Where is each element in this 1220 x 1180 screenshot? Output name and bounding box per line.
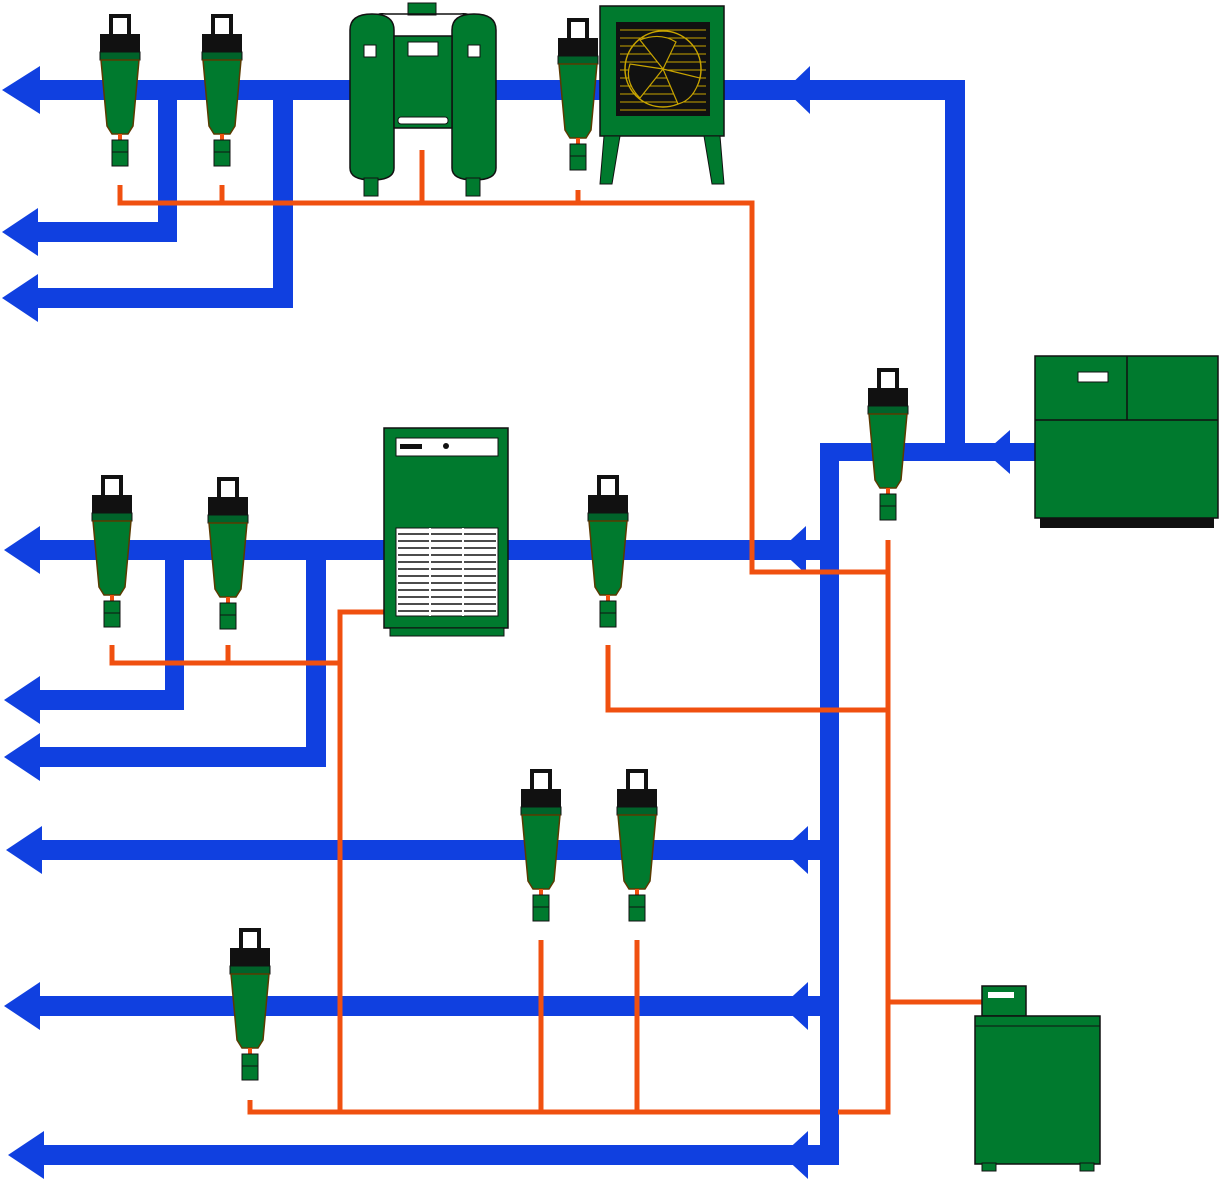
drain-line-bottom (247, 1100, 820, 1115)
drain-line-middle-left (109, 645, 340, 666)
filter-icon (586, 475, 630, 629)
filter-icon (90, 475, 134, 629)
flow-arrow-icon (780, 526, 806, 574)
filter-icon (556, 18, 600, 172)
filter-icon (519, 769, 563, 923)
flow-arrow-icon (2, 274, 38, 322)
air-compressor-icon (1034, 355, 1219, 528)
flow-arrow-icon (2, 208, 38, 256)
flow-arrow-icon (782, 826, 808, 874)
filter-icon (206, 477, 250, 631)
flow-arrow-icon (2, 66, 40, 114)
filter-icon (98, 14, 142, 168)
air-line-drop-3 (165, 550, 184, 710)
air-line-drop-1 (158, 90, 177, 242)
air-line-header-5 (30, 840, 820, 860)
filter-icon (866, 368, 910, 522)
air-lines (2, 66, 1035, 1179)
flow-arrow-icon (4, 676, 40, 724)
oil-water-separator-icon (974, 985, 1101, 1172)
air-line-header-6 (30, 996, 820, 1016)
air-line-branch-1 (30, 222, 177, 242)
flow-arrow-icon (785, 66, 810, 114)
air-line-branch-4 (30, 747, 326, 767)
air-line-branch-3 (30, 690, 184, 710)
air-line-drop-4 (306, 550, 326, 767)
refrigerated-dryer-icon (383, 427, 509, 637)
air-line-main-riser (945, 80, 965, 460)
air-line-header-7 (34, 1145, 839, 1165)
flow-arrow-icon (8, 1131, 44, 1179)
desiccant-dryer-icon (349, 2, 497, 197)
flow-arrow-icon (4, 982, 40, 1030)
drain-line-dryer (337, 609, 386, 1112)
flow-arrow-icon (782, 1131, 808, 1179)
air-line-drop-2 (273, 90, 293, 308)
air-line-distribution-riser (820, 443, 839, 1165)
drain-line-top (117, 185, 888, 575)
flow-arrow-icon (4, 526, 40, 574)
filter-icon (615, 769, 659, 923)
flow-arrow-icon (4, 733, 40, 781)
drain-lines (109, 150, 985, 1115)
drain-line-middle-filter (605, 645, 888, 713)
flow-arrow-icon (782, 982, 808, 1030)
filter-icon (200, 14, 244, 168)
drain-line-right-collector (838, 540, 891, 1115)
flow-arrow-icon (6, 826, 42, 874)
air-line-top-header (30, 80, 965, 100)
filter-icon (228, 928, 272, 1082)
aftercooler-fan-icon (599, 5, 725, 185)
air-line-branch-2 (30, 288, 293, 308)
flow-arrow-icon (985, 430, 1010, 474)
